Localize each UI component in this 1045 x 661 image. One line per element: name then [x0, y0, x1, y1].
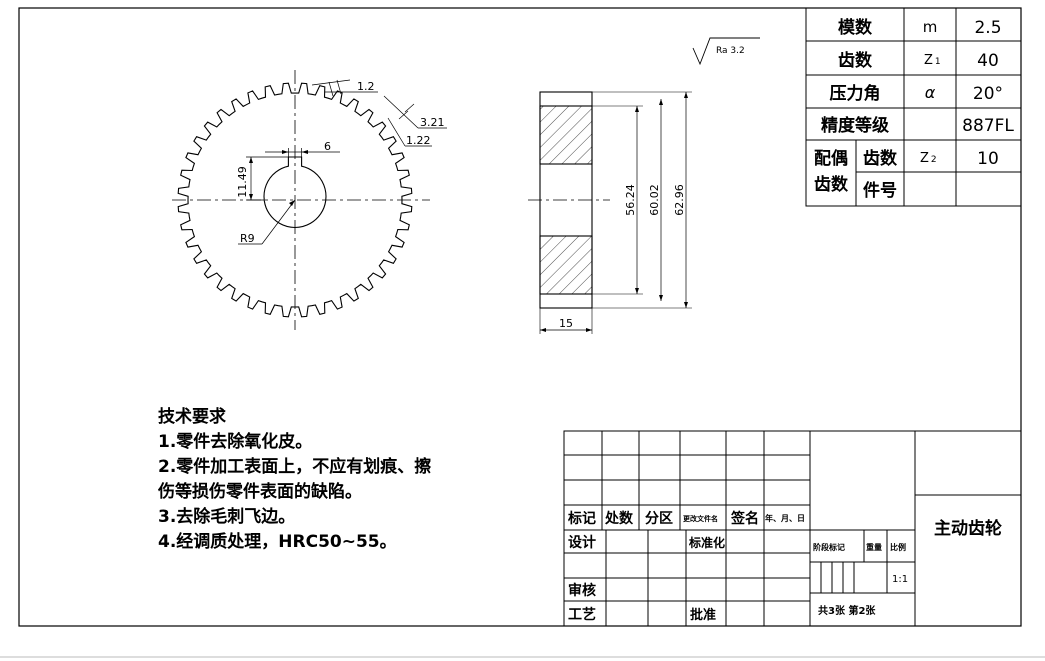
tb-signature: 签名 [730, 510, 759, 527]
tech-req-item: 4.经调质处理，HRC50~55。 [158, 532, 397, 552]
technical-requirements: 技术要求 1.零件去除氧化皮。 2.零件加工表面上，不应有划痕、擦 伤等损伤零件… [158, 405, 431, 555]
tb-standardize: 标准化 [688, 535, 725, 550]
teeth-value: 40 [977, 51, 999, 71]
tb-scale-value: 1:1 [892, 574, 908, 585]
surface-roughness-symbol [692, 37, 760, 66]
mating-label-b: 齿数 [814, 174, 849, 195]
teeth-label: 齿数 [838, 50, 873, 71]
pressure-angle-symbol: α [925, 83, 936, 102]
precision-label: 精度等级 [821, 115, 889, 136]
module-symbol: m [923, 18, 938, 36]
mating-value: 10 [977, 149, 999, 169]
tb-part-name: 主动齿轮 [934, 518, 1002, 539]
tb-process: 工艺 [568, 606, 596, 623]
keyway-depth-dim: 11.49 [236, 166, 249, 198]
title-block-text: 标记 处数 分区 更改文件名 签名 年、月、日 设计 标准化 阶段标记 重量 比… [567, 510, 1002, 623]
tb-mark: 标记 [567, 510, 596, 527]
precision-value: 887FL [962, 116, 1014, 136]
surface-roughness-label: Ra 3.2 [716, 46, 745, 56]
tb-stage-mark: 阶段标记 [813, 542, 845, 552]
dedendum-dim: 1.22 [406, 134, 431, 147]
face-width-dim: 15 [559, 317, 573, 330]
tb-scale-label: 比例 [890, 542, 906, 552]
pitch-diameter-dim: 60.02 [648, 184, 661, 216]
dedendum-dim-line [387, 117, 406, 147]
tb-count: 处数 [604, 510, 634, 527]
gear-teeth-outline [177, 82, 413, 318]
front-view-dimension-text: 1.2 3.21 1.22 6 11.49 R9 [236, 80, 445, 245]
tooth-tip-dim: 1.2 [357, 80, 375, 93]
section-hatch-bottom [539, 235, 593, 295]
mating-part-label: 件号 [863, 180, 897, 201]
bore-radius-leader [261, 199, 296, 245]
mating-teeth-label: 齿数 [863, 148, 898, 169]
tb-approve: 批准 [690, 607, 716, 623]
tb-weight: 重量 [866, 542, 882, 552]
title-block [563, 430, 1022, 627]
gear-parameter-table [805, 7, 1022, 207]
bore-radius-dim: R9 [240, 232, 255, 245]
tb-design: 设计 [568, 534, 596, 551]
tech-req-item: 伤等损伤零件表面的缺陷。 [158, 482, 362, 502]
section-dimension-text: 56.24 60.02 62.96 15 Ra 3.2 [559, 46, 745, 330]
tb-sheets: 共3张 第2张 [818, 604, 876, 617]
mating-label-a: 配偶 [814, 148, 848, 169]
tb-review: 审核 [568, 582, 596, 599]
tech-req-item: 1.零件去除氧化皮。 [158, 432, 313, 452]
tb-zone: 分区 [645, 511, 673, 527]
pressure-angle-value: 20° [973, 84, 1003, 104]
keyway-width-dim: 6 [324, 140, 331, 153]
tech-req-title: 技术要求 [158, 407, 226, 427]
tech-req-item: 3.去除毛刺飞边。 [158, 507, 296, 527]
section-hatch-top [539, 105, 593, 165]
gear-section-view [528, 37, 760, 334]
tb-date: 年、月、日 [765, 513, 805, 523]
pressure-angle-label: 压力角 [830, 83, 881, 104]
drawing-frame [18, 7, 1022, 627]
tooth-tip-dim-line [311, 79, 351, 86]
outer-diameter-dim: 62.96 [673, 184, 686, 216]
root-diameter-dim: 56.24 [624, 184, 637, 216]
tooth-height-dim-line [383, 95, 419, 129]
module-label: 模数 [838, 17, 873, 38]
gear-front-view [172, 70, 447, 330]
tb-change-doc: 更改文件名 [683, 514, 718, 523]
tooth-height-dim: 3.21 [420, 116, 445, 129]
module-value: 2.5 [974, 18, 1001, 38]
bore-with-keyway [263, 156, 327, 229]
tech-req-item: 2.零件加工表面上，不应有划痕、擦 [158, 457, 432, 477]
